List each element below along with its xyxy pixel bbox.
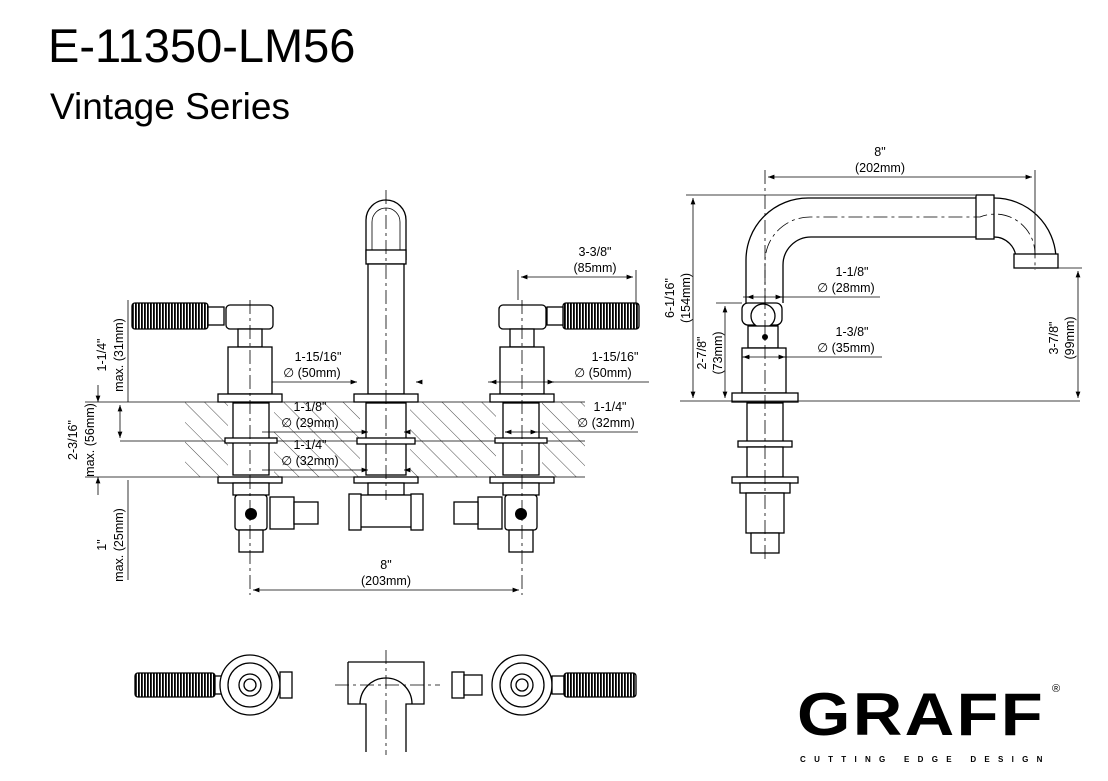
body-height-imperial: 2-7/8" — [695, 337, 709, 370]
spout-hole-metric: ∅ (29mm) — [281, 416, 338, 430]
outlet-height-imperial: 3-7/8" — [1047, 322, 1061, 355]
total-height-imperial: 6-1/16" — [663, 278, 677, 318]
series-name: Vintage Series — [50, 86, 290, 127]
tube-dia-imperial: 1-1/8" — [836, 265, 869, 279]
below-deck-imperial: 1" — [95, 539, 109, 550]
spout-front — [348, 190, 424, 531]
handle-height-metric: max. (31mm) — [112, 318, 126, 392]
spread-imperial: 8" — [380, 558, 391, 572]
left-base-dia-metric: ∅ (50mm) — [283, 366, 340, 380]
left-base-dia-imperial: 1-15/16" — [295, 350, 342, 364]
handle-length-imperial: 3-3/8" — [579, 245, 612, 259]
front-view: 1-1/4" max. (31mm) 2-3/16" max. (56mm) 1… — [66, 190, 649, 595]
reach-metric: (202mm) — [855, 161, 905, 175]
valve-hole-metric: ∅ (32mm) — [577, 416, 634, 430]
deck-thickness-imperial: 2-3/16" — [66, 420, 80, 460]
registered-mark: ® — [1052, 683, 1060, 695]
right-base-dia-imperial: 1-15/16" — [592, 350, 639, 364]
spout-lower-hole-metric: ∅ (32mm) — [281, 454, 338, 468]
model-number: E-11350-LM56 — [48, 19, 356, 72]
below-deck-metric: max. (25mm) — [112, 508, 126, 582]
body-height-metric: (73mm) — [711, 331, 725, 374]
right-valve-front — [453, 300, 640, 595]
total-height-metric: (154mm) — [679, 273, 693, 323]
right-base-dia-metric: ∅ (50mm) — [574, 366, 631, 380]
side-dimensions: 8" (202mm) 6-1/16" (154mm) 2-7/8" (73mm)… — [663, 145, 1082, 398]
handle-height-imperial: 1-1/4" — [95, 339, 109, 372]
reach-imperial: 8" — [874, 145, 885, 159]
front-dimensions: 1-1/4" max. (31mm) 2-3/16" max. (56mm) 1… — [66, 245, 649, 593]
handle-length-metric: (85mm) — [573, 261, 616, 275]
side-view: 8" (202mm) 6-1/16" (154mm) 2-7/8" (73mm)… — [663, 145, 1082, 560]
outlet-height-metric: (99mm) — [1063, 316, 1077, 359]
brand-name: GRAFF — [797, 681, 1045, 748]
base-dia-imperial: 1-3/8" — [836, 325, 869, 339]
deck-thickness-metric: max. (56mm) — [83, 403, 97, 477]
tube-dia-metric: ∅ (28mm) — [817, 281, 874, 295]
spread-metric: (203mm) — [361, 574, 411, 588]
left-valve-front — [131, 300, 319, 595]
spout-lower-hole-imperial: 1-1/4" — [294, 438, 327, 452]
valve-hole-imperial: 1-1/4" — [594, 400, 627, 414]
top-view — [134, 650, 637, 755]
graff-logo: GRAFF ® CUTTING EDGE DESIGN — [797, 681, 1060, 764]
base-dia-metric: ∅ (35mm) — [817, 341, 874, 355]
spout-hole-imperial: 1-1/8" — [294, 400, 327, 414]
brand-tagline: CUTTING EDGE DESIGN — [800, 755, 1048, 764]
